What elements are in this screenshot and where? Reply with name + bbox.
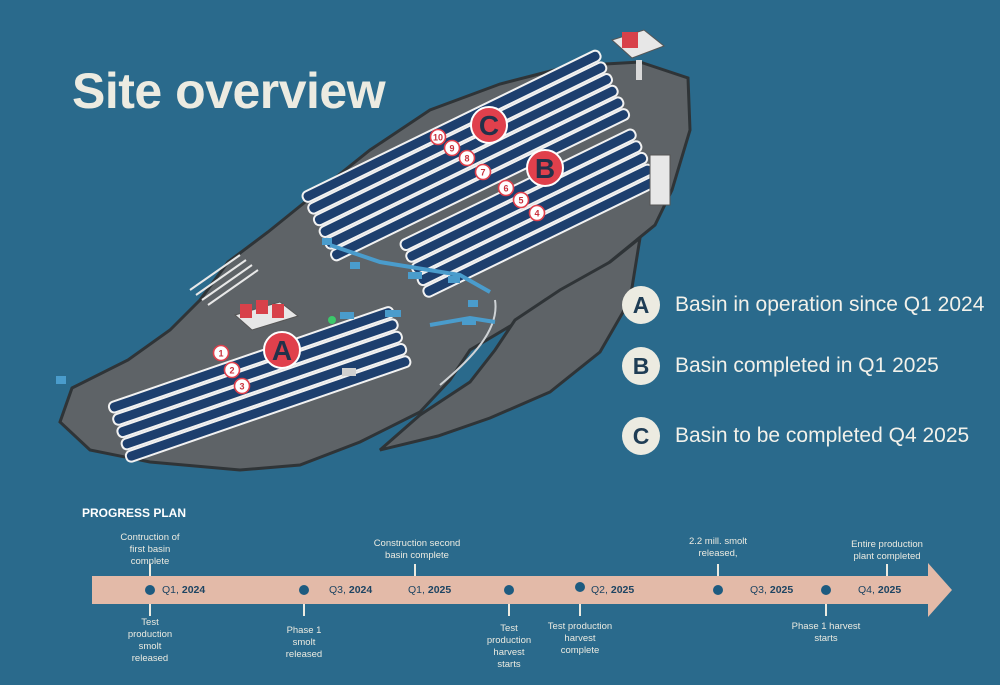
service-vehicles	[56, 238, 478, 384]
quarter-label: Q1, 2024	[162, 584, 206, 596]
milestone-dot	[504, 585, 514, 595]
svg-text:4: 4	[534, 209, 539, 219]
legend-text-c: Basin to be completed Q4 2025	[675, 424, 970, 447]
warehouse-north	[611, 29, 665, 80]
milestone-dot	[145, 585, 155, 595]
svg-text:6: 6	[503, 184, 508, 194]
page-title: Site overview	[72, 63, 386, 119]
milestone-annotation: Phase 1 smolt released	[285, 625, 323, 660]
svg-text:5: 5	[518, 196, 523, 206]
quarter-label: Q1, 2025	[408, 584, 452, 596]
basin-marker-c: C	[470, 106, 508, 144]
unit-marker: 4	[528, 204, 546, 222]
building-east	[649, 154, 671, 206]
timeline-tick	[717, 564, 719, 576]
unit-marker: 6	[497, 179, 515, 197]
unit-marker: 9	[443, 139, 461, 157]
road	[439, 299, 497, 386]
legend-badge-c: C	[622, 417, 660, 455]
quarter-label: Q4, 2025	[858, 584, 902, 596]
turbine-blades	[189, 254, 259, 306]
svg-text:1: 1	[218, 349, 223, 359]
svg-text:B: B	[535, 153, 555, 184]
unit-marker: 3	[233, 377, 251, 395]
timeline-tick	[149, 604, 151, 616]
legend-text-b: Basin completed in Q1 2025	[675, 354, 939, 377]
unit-marker: 2	[223, 361, 241, 379]
legend-item-a: A Basin in operation since Q1 2024	[622, 286, 984, 324]
basin-marker-b: B	[526, 149, 564, 187]
timeline-tick	[414, 564, 416, 576]
red-roof-buildings	[233, 300, 300, 331]
legend-badge-b: B	[622, 347, 660, 385]
basin-marker-a: A	[263, 331, 301, 369]
unit-marker: 8	[458, 149, 476, 167]
legend-text-a: Basin in operation since Q1 2024	[675, 293, 985, 316]
timeline-tick	[886, 564, 888, 576]
timeline-tick	[579, 604, 581, 616]
legend-item-c: C Basin to be completed Q4 2025	[622, 417, 969, 455]
milestone-dot	[713, 585, 723, 595]
legend-badge-a: A	[622, 286, 660, 324]
legend-item-b: B Basin completed in Q1 2025	[622, 347, 939, 385]
progress-plan-title: PROGRESS PLAN	[82, 506, 187, 520]
island-tail	[379, 234, 643, 452]
milestone-annotation: 2.2 mill. smolt released,	[688, 536, 748, 559]
milestone-annotation: Test production harvest complete	[547, 621, 613, 656]
svg-text:C: C	[479, 110, 499, 141]
timeline-tick	[303, 604, 305, 616]
unit-marker: 7	[474, 163, 492, 181]
unit-marker: 5	[512, 191, 530, 209]
svg-text:2: 2	[229, 366, 234, 376]
svg-text:3: 3	[239, 382, 244, 392]
svg-text:8: 8	[464, 154, 469, 164]
svg-text:7: 7	[480, 168, 485, 178]
timeline-tick	[508, 604, 510, 616]
milestone-annotation: Entire production plant completed	[851, 539, 923, 562]
svg-text:9: 9	[449, 144, 454, 154]
quarter-label: Q3, 2024	[329, 584, 373, 596]
basin-a-group	[107, 306, 412, 463]
timeline-bar	[92, 563, 952, 617]
pipeline	[329, 243, 491, 294]
milestone-annotation: Test production harvest starts	[486, 623, 532, 670]
quarter-label: Q2, 2025	[591, 584, 635, 596]
milestone-dot	[821, 585, 831, 595]
milestone-annotation: Test production smolt released	[127, 617, 173, 664]
svg-text:10: 10	[433, 133, 443, 143]
milestone-annotation: Construction second basin complete	[373, 538, 461, 561]
unit-marker: 1	[212, 344, 230, 362]
timeline-tick	[825, 604, 827, 616]
unit-marker: 10	[429, 128, 447, 146]
quarter-label: Q3, 2025	[750, 584, 794, 596]
milestone-dot	[299, 585, 309, 595]
milestone-annotation: Phase 1 harvest starts	[791, 621, 861, 644]
timeline-tick	[149, 564, 151, 576]
milestone-annotation: Contruction of first basin complete	[120, 532, 180, 567]
milestone-dot	[575, 582, 585, 592]
svg-text:A: A	[272, 335, 292, 366]
